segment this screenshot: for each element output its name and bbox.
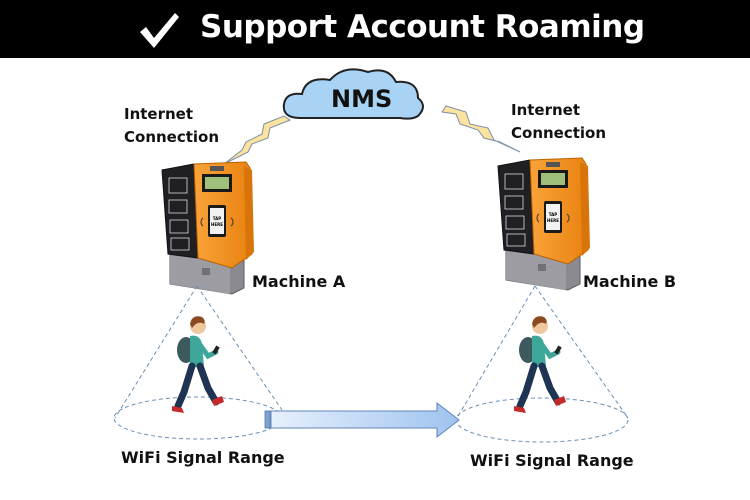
machine-b — [497, 157, 591, 291]
internet-connection-label-a: Internet Connection — [124, 103, 219, 149]
machine-a-label: Machine A — [252, 272, 346, 291]
wifi-range-label-b: WiFi Signal Range — [470, 451, 634, 470]
banner-title: Support Account Roaming — [200, 9, 645, 45]
nms-label: NMS — [331, 85, 393, 113]
machine-b-label: Machine B — [583, 272, 677, 291]
lightning-bolt-b — [441, 105, 521, 153]
label-line: Internet — [511, 101, 581, 119]
wifi-range-label-a: WiFi Signal Range — [121, 448, 285, 467]
label-line: Internet — [124, 105, 194, 123]
internet-connection-label-b: Internet Connection — [511, 99, 606, 145]
title-banner: Support Account Roaming — [0, 0, 750, 58]
label-line: Connection — [124, 128, 220, 146]
roaming-arrow — [264, 401, 460, 439]
cloud-icon — [282, 68, 424, 120]
lightning-bolt-a — [223, 115, 292, 165]
machine-a — [161, 161, 255, 295]
checkmark-icon — [140, 13, 179, 48]
label-line: Connection — [511, 124, 607, 142]
person-a — [172, 316, 224, 413]
